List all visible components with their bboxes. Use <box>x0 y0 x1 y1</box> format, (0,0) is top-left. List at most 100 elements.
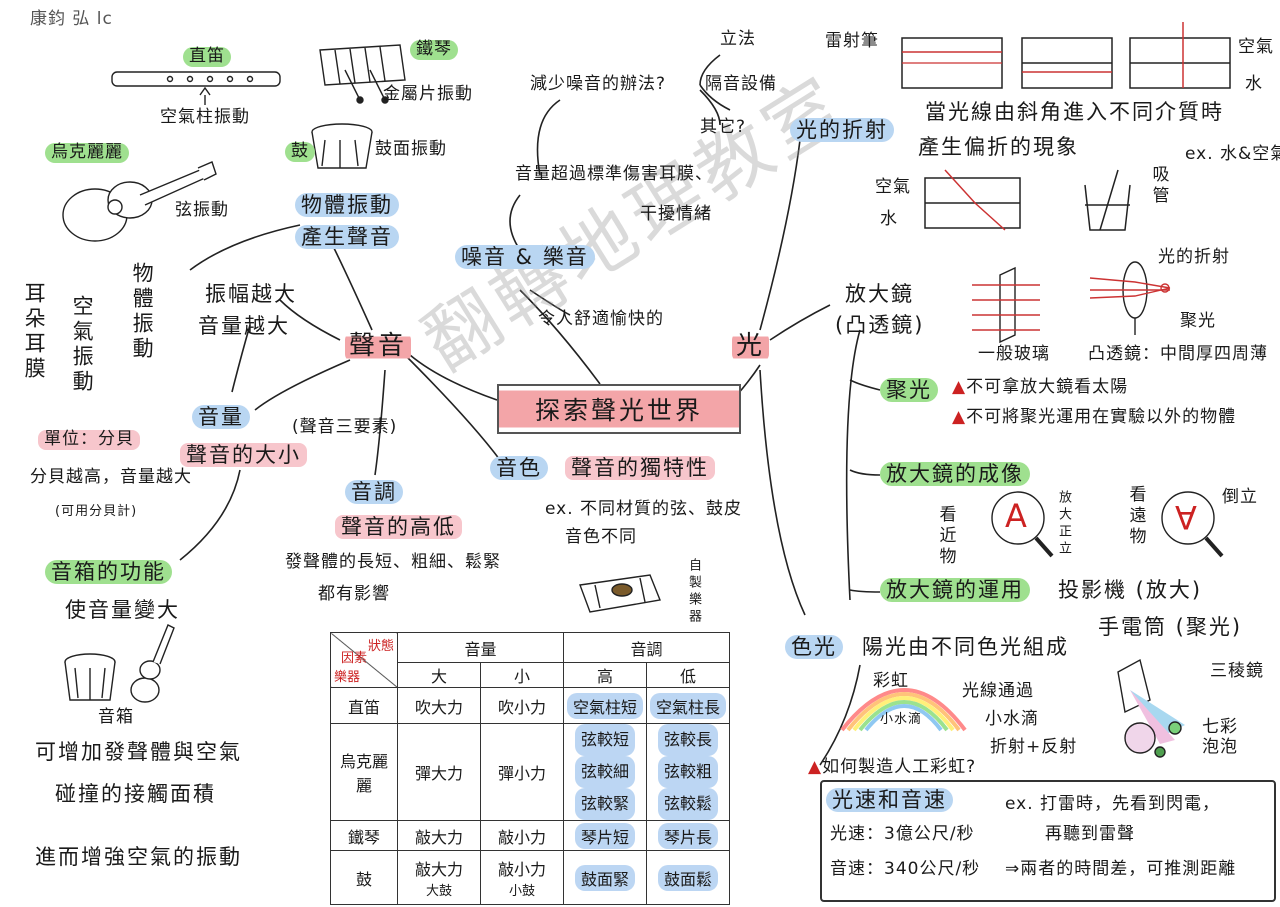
color-light-title: 色光 <box>785 635 843 660</box>
timbre-example: ex. 不同材質的弦、鼓皮 <box>545 499 743 519</box>
table-row-name: 鐵琴 <box>330 820 398 851</box>
table-cell: 琴片長 <box>646 820 730 851</box>
drum-drawing <box>311 123 373 169</box>
table-cell: 琴片短 <box>563 820 647 851</box>
volume-title: 音量 <box>192 405 250 430</box>
light-pass-label-2: 小水滴 <box>985 709 1039 729</box>
vibration-line1: 物體振動 <box>295 193 399 218</box>
timbre-def: 聲音的獨特性 <box>565 456 715 481</box>
branch-noise-reduce <box>536 99 561 176</box>
warning-sun: ▲不可拿放大鏡看太陽 <box>952 377 1129 397</box>
prism-label: 三稜鏡 <box>1210 661 1264 681</box>
air-label: 空氣 <box>1238 37 1274 57</box>
branch-sound-amplitude <box>279 299 341 341</box>
noise-harm1: 音量超過標準傷害耳膜、 <box>515 164 713 184</box>
branch-noise-music <box>529 289 571 316</box>
recorder-drawing <box>111 71 281 105</box>
light-title: 光 <box>732 331 770 362</box>
warning-experiment: ▲不可將聚光運用在實驗以外的物體 <box>952 407 1237 427</box>
branch-light-refraction <box>759 139 801 331</box>
center-topic: 探索聲光世界 <box>497 384 741 434</box>
branch-light-magnifier <box>769 304 831 341</box>
inverted-label: 倒立 <box>1222 487 1258 507</box>
water-label-2: 水 <box>880 209 898 229</box>
table-cell: 空氣柱長 <box>646 687 730 724</box>
pitch-desc2: 都有影響 <box>318 584 390 604</box>
table-row: 鐵琴 敲大力 敲小力 琴片短 琴片長 <box>330 820 730 851</box>
path-air: 空氣振動 <box>70 295 95 395</box>
prism-drawing <box>1117 658 1185 758</box>
thunder-example1: ex. 打雷時，先看到閃電， <box>1005 794 1221 814</box>
volume-tool: (可用分貝計) <box>55 504 138 519</box>
sound-factors-table: 狀態 因素 樂器 音量 音調 大 小 高 低 直笛 吹大力 吹小力 空氣柱短 空… <box>330 632 730 905</box>
speed-box <box>820 780 1276 902</box>
volume-def: 聲音的大小 <box>180 443 307 468</box>
amplitude-line2: 音量越大 <box>198 314 290 338</box>
table-cell: 空氣柱短 <box>563 687 647 724</box>
table-cell: 彈大力 <box>397 723 481 821</box>
table-row: 鼓 敲大力大鼓 敲小力小鼓 鼓面緊 鼓面鬆 <box>330 850 730 905</box>
far-object-label: 看遠物 <box>1125 485 1146 548</box>
noise-insulation: 隔音設備 <box>705 74 777 94</box>
water-drops-label: 小水滴 <box>880 712 923 727</box>
rainbow-drawing <box>840 688 967 732</box>
drum-name: 鼓 <box>285 141 315 162</box>
table-cell: 吹大力 <box>397 687 481 724</box>
table-cell: 弦較長 弦較粗 弦較鬆 <box>646 723 730 821</box>
thunder-example2: 再聽到雷聲 <box>1045 824 1135 844</box>
branch-sound-volume <box>254 359 351 411</box>
water-label: 水 <box>1245 74 1263 94</box>
table-cell: 彈小力 <box>480 723 564 821</box>
volume-rule: 分貝越高，音量越大 <box>30 467 192 487</box>
table-cell: 敲大力 <box>397 820 481 851</box>
noise-reduce: 減少噪音的辦法? <box>530 74 667 94</box>
noise-harm2: 干擾情緒 <box>640 204 712 224</box>
near-object-label: 看近物 <box>935 505 956 568</box>
branch-center-sound <box>409 354 498 401</box>
table-header-pitch: 音調 <box>563 632 730 663</box>
table-sub-header: 高 <box>563 662 647 688</box>
path-ear: 耳朵耳膜 <box>22 282 47 382</box>
sound-speed: 音速：340公尺/秒 <box>830 859 981 879</box>
table-sub-header: 低 <box>646 662 730 688</box>
upright-letter: A <box>1005 497 1027 535</box>
diy-instrument-drawing <box>579 574 661 613</box>
speaker-desc: 使音量變大 <box>65 598 180 622</box>
arrow-to-volume <box>231 324 251 393</box>
table-header-volume: 音量 <box>397 632 564 663</box>
speaker-note1: 可增加發聲體與空氣 <box>35 740 242 764</box>
branch-sound-vibration <box>329 239 373 331</box>
pitch-title: 音調 <box>345 480 403 505</box>
sound-title: 聲音 <box>345 331 412 362</box>
noise-title: 噪音 & 樂音 <box>455 245 595 270</box>
timbre-title: 音色 <box>490 456 548 481</box>
vibration-line2: 產生聲音 <box>295 225 399 250</box>
rainbow-label: 彩虹 <box>873 671 909 691</box>
magnifier-convex-lens: 凸透鏡：中間厚四周薄 <box>1088 344 1268 364</box>
table-cell: 敲小力 <box>480 820 564 851</box>
focus-title: 聚光 <box>880 378 938 403</box>
pitch-desc1: 發聲體的長短、粗細、鬆緊 <box>285 552 501 572</box>
refraction-title: 光的折射 <box>790 118 894 143</box>
amplitude-line1: 振幅越大 <box>205 282 297 306</box>
refraction-reflection-label: 折射+反射 <box>990 737 1078 757</box>
branch-center-noise <box>519 289 601 385</box>
lens-refraction-label: 光的折射 <box>1158 247 1230 267</box>
speaker-title: 音箱的功能 <box>45 560 172 585</box>
refraction-def1: 當光線由斜角進入不同介質時 <box>925 100 1224 124</box>
branch-volume-speaker <box>179 469 241 561</box>
laser-pointer-label: 雷射筆 <box>825 31 879 51</box>
rainbow-bubble-label: 七彩泡泡 <box>1202 717 1238 757</box>
magnifier-diagrams <box>972 261 1224 558</box>
xylophone-drawing <box>319 44 406 104</box>
light-pass-label: 光線通過 <box>962 681 1034 701</box>
distance-conclusion: ⇒兩者的時間差，可推測距離 <box>1005 859 1237 879</box>
xylophone-name: 鐵琴 <box>410 39 458 60</box>
ukulele-drawing <box>62 161 217 242</box>
table-cell: 敲大力大鼓 <box>397 850 481 905</box>
table-row-name: 直笛 <box>330 687 398 724</box>
table-row-name: 鼓 <box>330 850 398 905</box>
author-signature: 康鈞 弘 lc <box>30 9 113 29</box>
xylophone-desc: 金屬片振動 <box>383 84 473 104</box>
